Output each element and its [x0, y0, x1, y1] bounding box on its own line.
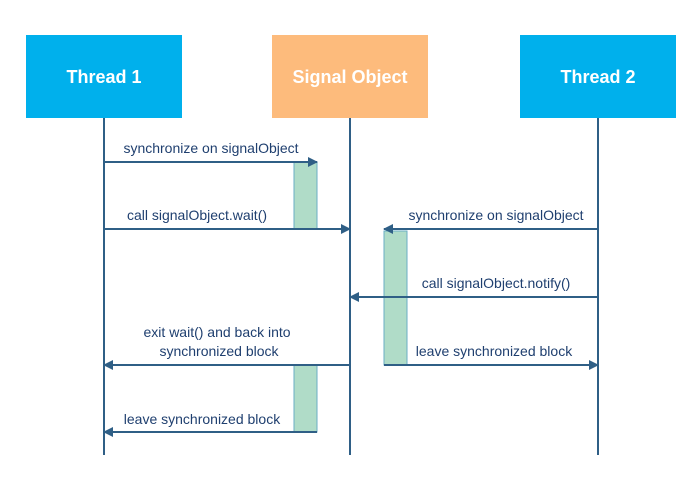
message-label-m2: call signalObject.wait() — [127, 207, 267, 223]
message-label-m1: synchronize on signalObject — [123, 140, 298, 156]
thread1-header-box — [26, 35, 182, 118]
thread1-header-label: Thread 1 — [66, 67, 141, 87]
activation-bar-sync-3 — [293, 364, 318, 433]
thread1-header: Thread 1 — [26, 35, 182, 118]
signal-object-header: Signal Object — [272, 35, 428, 118]
message-label-m5: exit wait() and back into synchronized b… — [144, 324, 295, 359]
message-label-m7: leave synchronized block — [124, 411, 281, 427]
thread2-header: Thread 2 — [520, 35, 676, 118]
message-label-m6: leave synchronized block — [416, 343, 573, 359]
message-label-m3: synchronize on signalObject — [408, 207, 583, 223]
activation-bar-sync-1 — [293, 161, 318, 230]
message-label-m4: call signalObject.notify() — [422, 275, 571, 291]
signal-object-header-label: Signal Object — [292, 67, 407, 87]
thread2-header-label: Thread 2 — [560, 67, 635, 87]
thread2-header-box — [520, 35, 676, 118]
signal-object-header-box — [272, 35, 428, 118]
